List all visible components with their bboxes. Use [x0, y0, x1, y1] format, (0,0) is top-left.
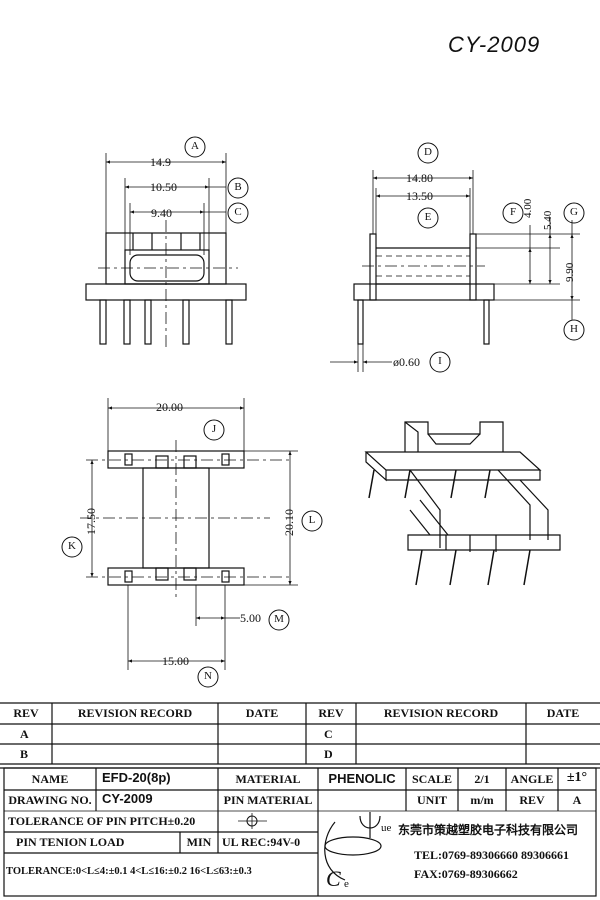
pin-tension-label: PIN TENION LOAD — [16, 835, 125, 849]
rev-label: REV — [519, 793, 545, 807]
rev-row-d: D — [324, 747, 333, 761]
date-header-left: DATE — [245, 706, 279, 720]
date-header-right: DATE — [546, 706, 580, 720]
dim-bottom-k: 17.50 — [84, 508, 98, 535]
name-label: NAME — [31, 772, 69, 786]
rev-row-a: A — [20, 727, 29, 741]
callout-b: B — [234, 181, 242, 193]
callout-l: L — [308, 514, 316, 526]
dim-bottom-l: 20.10 — [282, 509, 296, 536]
front-view — [85, 153, 247, 350]
revision-record-header-left: REVISION RECORD — [77, 706, 193, 720]
dim-pin-diameter: ø0.60 — [393, 355, 420, 369]
scale-label: SCALE — [411, 772, 452, 786]
callout-g: G — [570, 206, 578, 218]
pin-material-label: PIN MATERIAL — [223, 793, 313, 807]
dim-bottom-n: 15.00 — [162, 654, 189, 668]
revision-record-header-right: REVISION RECORD — [383, 706, 499, 720]
drawing-no-label: DRAWING NO. — [8, 793, 92, 807]
rev-header-left: REV — [13, 706, 39, 720]
company-logo — [324, 812, 382, 881]
callout-i: I — [438, 355, 442, 367]
ul-rec: UL REC:94V-0 — [222, 835, 301, 849]
dim-front-overall: 14.9 — [150, 155, 171, 169]
callout-e: E — [424, 211, 432, 223]
angle-value: ±1° — [566, 770, 588, 785]
material-label: MATERIAL — [235, 772, 301, 786]
callout-k: K — [68, 540, 76, 552]
dim-bottom-m: 5.00 — [240, 611, 261, 625]
logo-letter-c: C — [326, 866, 341, 891]
company-fax: FAX:0769-89306662 — [414, 867, 518, 881]
rev-row-b: B — [20, 747, 29, 761]
dim-bottom-width: 20.00 — [156, 400, 183, 414]
callout-a: A — [191, 140, 199, 152]
unit-value: m/m — [470, 793, 494, 807]
callout-f: F — [509, 206, 517, 218]
dim-front-mid: 10.50 — [150, 180, 177, 194]
dim-side-h: 9.90 — [564, 262, 576, 282]
angle-label: ANGLE — [510, 772, 554, 786]
callout-circles — [61, 136, 585, 688]
callout-j: J — [211, 423, 217, 435]
drawing-mark: CY-2009 — [448, 32, 541, 57]
material-value: PHENOLIC — [328, 771, 396, 786]
tolerance-line: TOLERANCE:0<L≤4:±0.1 4<L≤16:±0.2 16<L≤63… — [6, 866, 252, 877]
name-value: EFD-20(8p) — [102, 770, 171, 785]
dim-side-f: 4.00 — [522, 198, 534, 218]
dim-side-g: 5.40 — [542, 210, 554, 230]
callout-m: M — [274, 613, 284, 625]
company-tel: TEL:0769-89306660 89306661 — [414, 848, 570, 862]
drawing-no-value: CY-2009 — [102, 791, 153, 806]
isometric-view — [364, 421, 561, 586]
scale-value: 2/1 — [474, 772, 490, 786]
logo-letters-ue: ue — [381, 822, 392, 834]
dim-front-inner: 9.40 — [151, 206, 172, 220]
rev-value: A — [572, 793, 582, 807]
title-block-grid — [0, 702, 600, 897]
callout-c: C — [234, 206, 242, 218]
unit-label: UNIT — [416, 793, 447, 807]
rev-row-c: C — [324, 727, 333, 741]
pin-tension-value: MIN — [186, 835, 212, 849]
rev-header-right: REV — [318, 706, 344, 720]
callout-d: D — [424, 146, 432, 158]
dim-side-mid: 13.50 — [406, 189, 433, 203]
bottom-view — [80, 398, 298, 670]
company-name: 东莞市策越塑胶电子科技有限公司 — [398, 823, 579, 837]
dim-side-overall: 14.80 — [406, 171, 433, 185]
callout-h: H — [570, 323, 578, 335]
side-view — [330, 170, 580, 372]
tolerance-pin-pitch: TOLERANCE OF PIN PITCH±0.20 — [8, 814, 196, 828]
logo-letter-e: e — [344, 878, 349, 890]
callout-n: N — [204, 670, 212, 682]
